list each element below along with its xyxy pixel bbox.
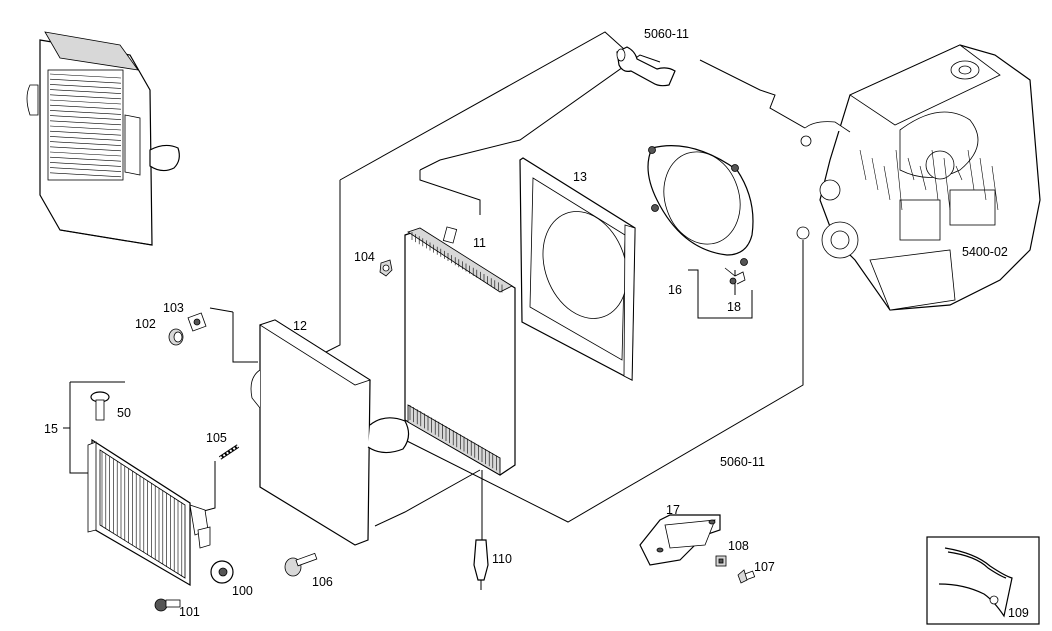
label-107: 107 xyxy=(754,560,775,574)
label-12: 12 xyxy=(293,319,307,333)
label-105: 105 xyxy=(206,431,227,445)
part-101-illustration xyxy=(154,598,181,612)
part-108-illustration xyxy=(715,555,727,567)
fin-line xyxy=(49,94,122,100)
fin-line xyxy=(49,99,122,105)
label-15: 15 xyxy=(44,422,58,436)
fin-line xyxy=(931,149,939,201)
fin-line xyxy=(49,156,122,162)
label-13: 13 xyxy=(573,170,587,184)
label-101: 101 xyxy=(179,605,200,619)
label-104: 104 xyxy=(354,250,375,264)
part-102-illustration xyxy=(168,328,184,346)
label-109: 109 xyxy=(1008,606,1029,620)
label-16: 16 xyxy=(668,283,682,297)
fin-line xyxy=(49,141,122,146)
label-108: 108 xyxy=(728,539,749,553)
part-15-illustration xyxy=(87,438,211,587)
fin-line xyxy=(955,165,963,181)
label-50: 50 xyxy=(117,406,131,420)
fin-line xyxy=(49,162,122,167)
fin-line xyxy=(49,84,122,89)
label-5060-11-bottom: 5060-11 xyxy=(720,455,765,469)
part-16-illustration xyxy=(647,145,754,285)
fin-line xyxy=(49,172,122,178)
fin-line xyxy=(49,73,122,79)
label-11: 11 xyxy=(473,236,486,250)
part-110-illustration xyxy=(473,539,489,590)
fin-line xyxy=(991,165,999,211)
label-100: 100 xyxy=(232,584,253,598)
fin-line xyxy=(49,78,122,84)
fin-line xyxy=(907,157,915,181)
fin-line xyxy=(49,120,122,126)
label-5400-02: 5400-02 xyxy=(962,245,1008,259)
part-50-illustration xyxy=(90,391,110,421)
fin-line xyxy=(49,104,122,110)
fin-line xyxy=(49,110,122,115)
fin-line xyxy=(919,165,927,191)
fin-line xyxy=(49,136,122,141)
part-17-illustration xyxy=(639,514,721,566)
fin-line xyxy=(967,149,975,191)
fin-line xyxy=(49,146,122,152)
fin-line xyxy=(49,167,122,172)
fin-line xyxy=(49,130,122,136)
part-12-illustration xyxy=(250,319,410,546)
part-107-illustration xyxy=(737,569,756,584)
fin-line xyxy=(883,165,891,201)
part-106-illustration xyxy=(284,552,318,577)
part-13-illustration xyxy=(519,157,636,381)
label-106: 106 xyxy=(312,575,333,589)
part-104-illustration xyxy=(379,259,393,277)
label-110: 110 xyxy=(492,552,512,566)
label-18: 18 xyxy=(727,300,741,314)
fin-line xyxy=(871,157,879,191)
fin-line xyxy=(49,151,122,157)
label-5060-11-top: 5060-11 xyxy=(644,27,689,41)
fin-line xyxy=(859,149,867,181)
fin-line xyxy=(895,149,903,211)
part-11-illustration xyxy=(404,226,516,476)
fin-line xyxy=(49,115,122,120)
fin-line xyxy=(979,157,987,201)
part-103-illustration xyxy=(187,312,207,332)
label-17: 17 xyxy=(666,503,680,517)
part-109-inset xyxy=(926,536,1040,625)
engine-illustration xyxy=(796,44,1041,311)
part-100-illustration xyxy=(210,560,234,584)
label-102: 102 xyxy=(135,317,156,331)
fin-line xyxy=(943,157,951,211)
label-103: 103 xyxy=(163,301,184,315)
assembly-overview-illustration xyxy=(26,31,180,246)
hose-top-illustration xyxy=(616,46,676,87)
fin-line xyxy=(49,125,122,131)
part-105-illustration xyxy=(218,444,240,460)
fin-line xyxy=(49,89,122,94)
